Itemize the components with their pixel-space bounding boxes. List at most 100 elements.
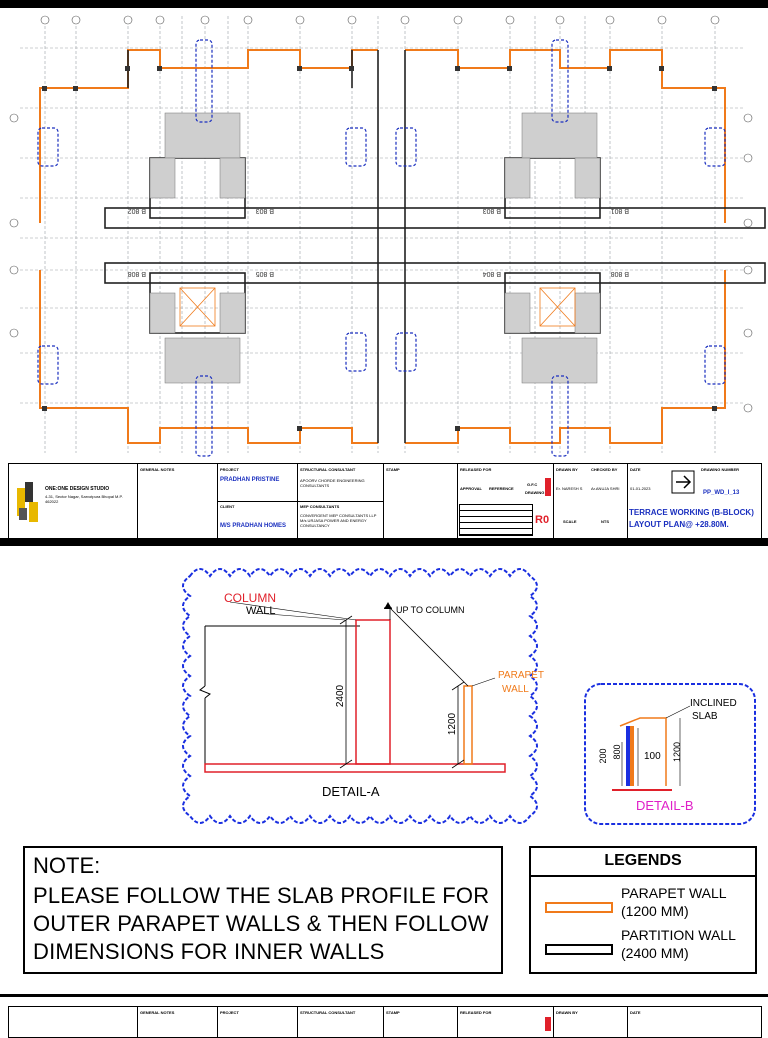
flat-label: B 803	[483, 207, 501, 214]
north-arrow-icon	[671, 470, 695, 494]
grid-bubbles	[9, 15, 753, 413]
details-drawing: COLUMN WALL UP TO COLUMN PARAPET WALL 24…	[182, 568, 756, 825]
drawn-label-2: DRAWN BY	[556, 1010, 578, 1015]
client-label: CLIENT	[220, 504, 235, 509]
detail-a-column-label: COLUMN	[224, 591, 276, 605]
legend-partition-line2: (2400 MM)	[621, 945, 689, 961]
flat-label: B 801	[611, 207, 629, 214]
studio-logo-icon	[17, 482, 38, 522]
gfc-label: G.F.C	[527, 482, 538, 487]
drawing-number-label: DRAWING NUMBER	[701, 467, 739, 472]
partition-walls	[104, 50, 766, 443]
detail-b-border	[584, 683, 756, 825]
drawing-title-line1: TERRACE WORKING (B-BLOCK)	[629, 508, 754, 517]
structural-label: STRUCTURAL CONSULTANT	[300, 467, 356, 472]
drawing-number: PP_WD_I_13	[703, 490, 740, 496]
detail-a-parapet-line2: WALL	[502, 684, 529, 695]
stamp-label: STAMP	[386, 467, 400, 472]
detail-a-parapet-line1: PARAPET	[498, 670, 544, 681]
date-label: DATE	[630, 467, 641, 472]
legends-title: LEGENDS	[604, 852, 682, 869]
parapet-swatch	[545, 902, 613, 913]
general-notes-cell: GENERAL NOTES	[137, 464, 218, 538]
grid-lines	[20, 16, 745, 453]
general-notes-label-2: GENERAL NOTES	[140, 1010, 175, 1015]
flat-label: B 808	[128, 270, 146, 277]
gfc-marker	[545, 478, 551, 496]
revision: R0	[535, 514, 550, 526]
project-label: PROJECT	[220, 467, 239, 472]
title-block-partial: GENERAL NOTES PROJECT STRUCTURAL CONSULT…	[8, 1006, 762, 1038]
flat-label: B 803	[256, 207, 274, 214]
scale-label: SCALE	[563, 519, 577, 524]
structural-label-2: STRUCTURAL CONSULTANT	[300, 1010, 356, 1015]
note-title: NOTE:	[33, 853, 101, 878]
detail-a-title: DETAIL-A	[322, 784, 380, 799]
parapet-walls	[39, 49, 726, 444]
note-line-3: DIMENSIONS FOR INNER WALLS	[33, 939, 385, 964]
detail-a-wall-label: WALL	[246, 605, 276, 617]
project-name: PRADHAN PRISTINE	[220, 477, 280, 483]
detail-b-dim-800: 800	[612, 744, 622, 759]
floor-plan: B 802 B 803 B 808 B 805 B 803 B 801 B 80…	[9, 15, 766, 457]
studio-address: 4-31, Sector Nagar, Sarvotpura Bhopal M.…	[45, 494, 123, 504]
partition-swatch	[545, 944, 613, 955]
detail-a-dim-2400: 2400	[335, 684, 346, 707]
flat-label: B 802	[128, 207, 146, 214]
mep-name: CONVERGENT MEP CONSULTANTS LLP M/s URJAS…	[300, 513, 377, 528]
note-line-2: OUTER PARAPET WALLS & THEN FOLLOW	[33, 911, 489, 936]
detail-b-dim-200: 200	[598, 748, 608, 763]
legend-partition-line1: PARTITION WALL	[621, 927, 736, 943]
stamp-label-2: STAMP	[386, 1010, 400, 1015]
drawing-label: DRAWING	[525, 490, 545, 495]
client-name: M/S PRADHAN HOMES	[220, 523, 287, 529]
detail-b-inclined-line1: INCLINED	[690, 698, 737, 709]
detail-b-dim-100: 100	[644, 751, 661, 762]
project-cell: PROJECT PRADHAN PRISTINE CLIENT M/S PRAD…	[217, 464, 298, 538]
blue-callouts	[37, 39, 726, 457]
drawn-cell: DRAWN BY Er. NARESH S CHECKED BY Ar.ANUJ…	[553, 464, 628, 538]
mep-label: MEP CONSULTANTS	[300, 504, 340, 509]
detail-b-dim-1200: 1200	[672, 742, 682, 762]
lift-shafts	[179, 287, 576, 327]
top-black-band	[0, 0, 768, 8]
hatched-areas	[149, 112, 601, 384]
checked-label: CHECKED BY	[591, 467, 618, 472]
drawn-label: DRAWN BY	[556, 467, 578, 472]
legend-parapet-line2: (1200 MM)	[621, 903, 689, 919]
studio-cell: ONE:ONE DESIGN STUDIO 4-31, Sector Nagar…	[9, 464, 138, 538]
date-value: 01-01-2023	[630, 486, 651, 491]
drawn-by: Er. NARESH S	[556, 486, 583, 491]
note-box: NOTE: PLEASE FOLLOW THE SLAB PROFILE FOR…	[23, 846, 503, 974]
detail-b-drawing	[612, 705, 691, 791]
detail-b-inclined-line2: SLAB	[692, 711, 718, 722]
general-notes-label: GENERAL NOTES	[140, 467, 175, 472]
title-block: ONE:ONE DESIGN STUDIO 4-31, Sector Nagar…	[8, 463, 762, 539]
studio-name: ONE:ONE DESIGN STUDIO	[45, 486, 110, 492]
middle-black-band	[0, 538, 768, 546]
structural-name: APOORV CHORDE ENGINEERING CONSULTANTS	[300, 478, 365, 488]
date-label-2: DATE	[630, 1010, 641, 1015]
revision-table	[459, 504, 533, 536]
flat-labels: B 802 B 803 B 808 B 805 B 803 B 801 B 80…	[128, 207, 629, 277]
flat-label: B 808	[611, 270, 629, 277]
released-cell: RELEASED FOR APPROVAL REFERENCE G.F.C DR…	[457, 464, 554, 538]
checked-by: Ar.ANUJA SHRI	[591, 486, 620, 491]
project-label-2: PROJECT	[220, 1010, 239, 1015]
scale-value: NTS	[601, 519, 609, 524]
legends-box: LEGENDS PARAPET WALL (1200 MM) PARTITION…	[529, 846, 757, 974]
bottom-black-band	[0, 994, 768, 997]
reference-label: REFERENCE	[489, 486, 514, 491]
detail-a-dim-1200: 1200	[447, 712, 458, 735]
released-label: RELEASED FOR	[460, 467, 492, 472]
detail-a-border	[182, 568, 538, 824]
released-label-2: RELEASED FOR	[460, 1010, 492, 1015]
stamp-cell: STAMP	[383, 464, 458, 538]
flat-label: B 805	[256, 270, 274, 277]
consultant-cell: STRUCTURAL CONSULTANT APOORV CHORDE ENGI…	[297, 464, 384, 538]
legend-parapet-line1: PARAPET WALL	[621, 885, 727, 901]
drawing-info-cell: DATE 01-01-2023 DRAWING NUMBER PP_WD_I_1…	[627, 464, 761, 538]
detail-b-title: DETAIL-B	[636, 798, 694, 813]
detail-a-up-to-column: UP TO COLUMN	[396, 605, 465, 615]
columns	[42, 66, 717, 431]
